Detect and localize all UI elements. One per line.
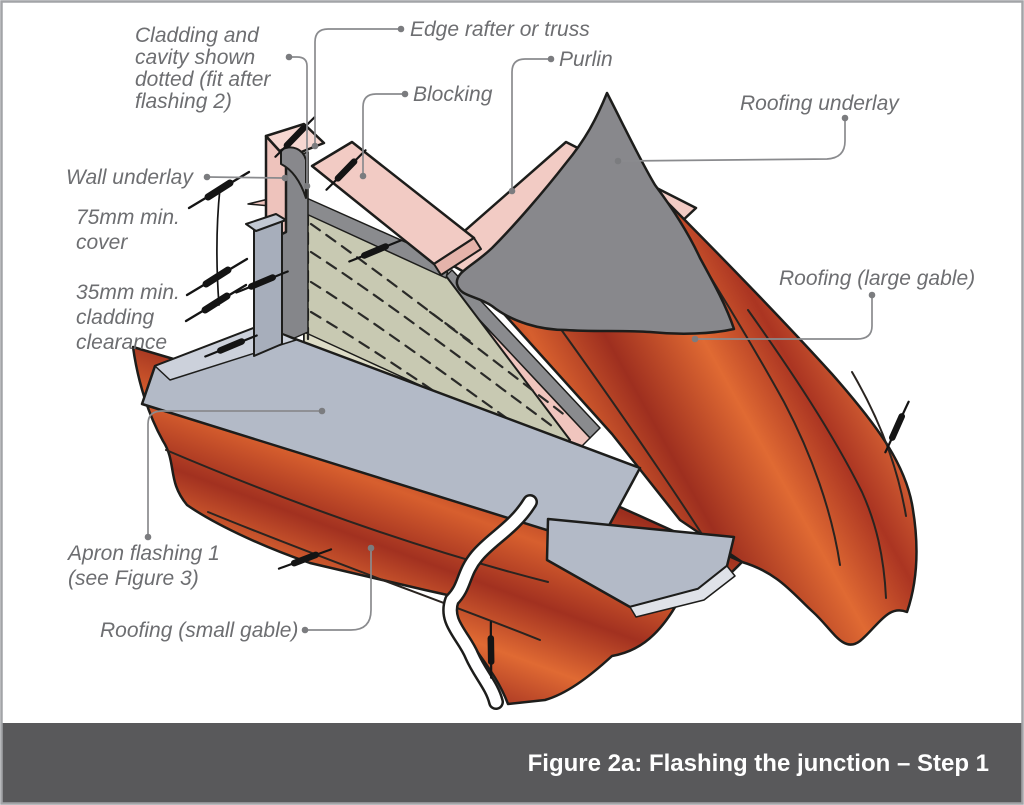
label-wall-underlay: Wall underlay — [66, 166, 194, 189]
break-line — [444, 496, 536, 708]
label-cladding-note-line4: flashing 2) — [135, 90, 232, 113]
leader-dot — [868, 291, 876, 299]
leader-blocking — [362, 93, 405, 174]
leader-dot — [397, 25, 405, 33]
leader-dot — [318, 407, 326, 415]
leader-cladding-note — [289, 56, 308, 184]
leader-dot — [301, 626, 309, 634]
roofing-underlay-shape — [455, 91, 736, 335]
label-edge-rafter: Edge rafter or truss — [410, 18, 590, 41]
leader-roofing-small — [305, 550, 372, 631]
label-35mm-clearance-line2: cladding — [76, 306, 155, 329]
leader-edge-rafter — [314, 28, 401, 144]
leader-dot — [367, 544, 375, 552]
leader-dot — [144, 533, 152, 541]
leader-purlin — [511, 58, 551, 189]
label-cladding-note-line1: Cladding and — [135, 24, 260, 47]
leader-dot — [401, 90, 409, 98]
label-35mm-clearance-line1: 35mm min. — [76, 281, 180, 304]
label-roofing-small-gable: Roofing (small gable) — [100, 619, 298, 642]
leader-apron-flashing — [147, 410, 320, 535]
label-apron-flashing-line1: Apron flashing 1 — [66, 542, 220, 565]
label-roofing-large-gable: Roofing (large gable) — [779, 267, 975, 290]
dimension-group — [186, 172, 249, 321]
wall-underlay-cap-shape — [280, 146, 307, 199]
cladding-dashed-line — [428, 310, 476, 346]
leader-dot — [547, 55, 555, 63]
label-blocking: Blocking — [413, 83, 493, 106]
label-75mm-cover-line1: 75mm min. — [76, 206, 180, 229]
apron-flashing-upstand-cap — [245, 213, 287, 232]
leader-dots — [144, 25, 876, 634]
label-cladding-note-line3: dotted (fit after — [135, 68, 271, 91]
leader-dot — [691, 335, 699, 343]
leader-dot — [203, 173, 211, 181]
leader-dot — [311, 142, 319, 150]
apron-flashing-upstand-shape — [253, 218, 283, 357]
leader-wall-underlay — [206, 176, 284, 179]
roof-seam-line — [207, 511, 541, 641]
dimension-line — [216, 187, 221, 306]
leader-dot — [281, 174, 289, 182]
cladding-dashed-line — [309, 250, 554, 428]
blocking-end-face — [433, 237, 482, 276]
leader-dot — [508, 187, 516, 195]
leader-dot — [285, 53, 293, 61]
leader-dot — [303, 182, 311, 190]
caption-text: Figure 2a: Flashing the junction – Step … — [528, 750, 989, 777]
label-purlin: Purlin — [559, 48, 613, 71]
label-cladding-note-line2: cavity shown — [135, 46, 255, 69]
caption-bar — [2, 723, 1022, 803]
cladding-dashed-line — [309, 280, 534, 438]
label-35mm-clearance-line3: clearance — [76, 331, 167, 354]
leader-lines — [147, 28, 873, 631]
label-75mm-cover-line2: cover — [76, 231, 128, 254]
apron-flashing-lower-edge — [629, 565, 736, 618]
leader-roofing-large — [697, 295, 873, 340]
roof-seam-line — [747, 309, 887, 599]
roof-seam-line — [851, 371, 907, 517]
label-roofing-underlay: Roofing underlay — [740, 92, 900, 115]
labels: Cladding and cavity shown dotted (fit af… — [66, 18, 975, 642]
leader-dot — [359, 172, 367, 180]
leader-dot — [614, 157, 622, 165]
label-apron-flashing-line2: (see Figure 3) — [68, 567, 199, 590]
roof-seam-line — [165, 449, 549, 583]
leader-roofing-underlay — [619, 118, 846, 162]
leader-dot — [841, 114, 849, 122]
cladding-dashed-line — [309, 310, 510, 444]
